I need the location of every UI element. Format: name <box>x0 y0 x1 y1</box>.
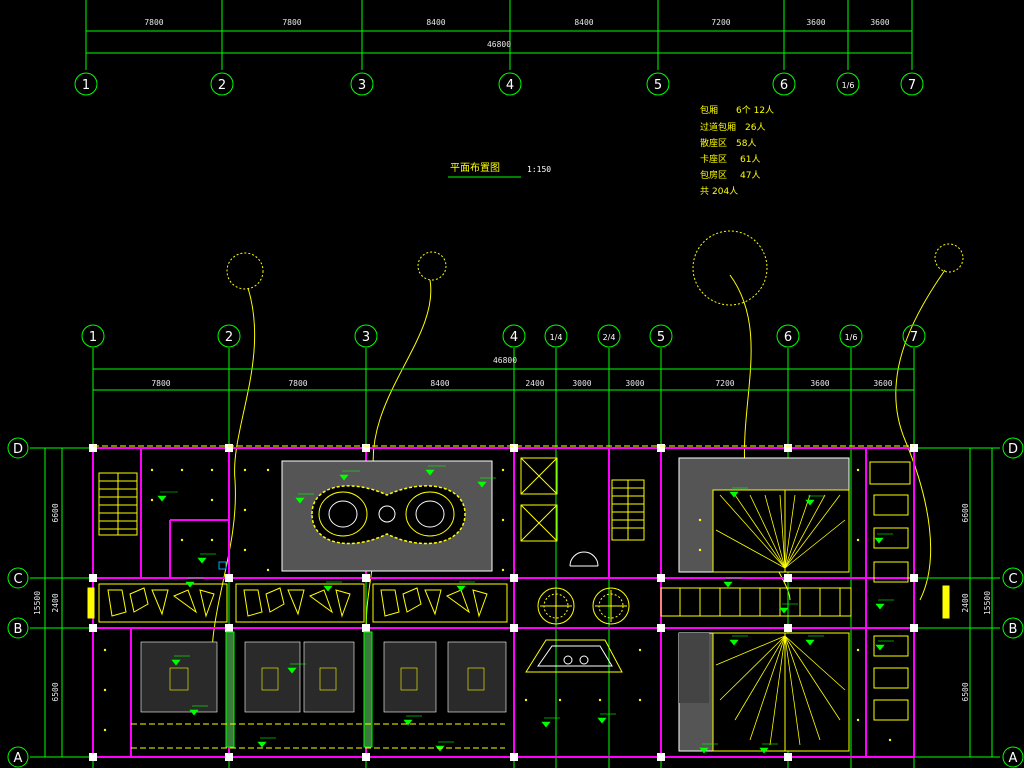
top-axis-6: 6 <box>780 78 788 93</box>
top-span-3: 8400 <box>426 18 445 27</box>
top-span-7: 3600 <box>870 18 889 27</box>
plan-axis-7: 7 <box>910 330 918 345</box>
plan-title: 平面布置图 <box>450 162 500 174</box>
lighting-annotation-tags <box>157 465 894 754</box>
legend-value-4: 61人 <box>740 154 760 165</box>
top-span-2: 7800 <box>282 18 301 27</box>
plan-axis-3: 3 <box>362 330 370 345</box>
right-rooms-hatch <box>679 633 709 703</box>
row-span-right-3: 6500 <box>961 682 970 701</box>
banquet-ceiling <box>281 460 493 572</box>
legend-value-6: 204人 <box>712 186 738 197</box>
legend-value-2: 26人 <box>745 122 765 133</box>
top-axis-1: 1 <box>82 78 90 93</box>
plan-span-dimensions: 46800 7800 7800 8400 2400 3000 3000 7200… <box>151 356 892 388</box>
plan-title-block: 平面布置图 1:150 <box>448 162 551 178</box>
round-tables <box>537 587 630 625</box>
row-span-left-2: 2400 <box>51 593 60 612</box>
plan-span-5: 3000 <box>572 379 591 388</box>
row-total-left: 15500 <box>33 591 42 615</box>
green-partitions <box>225 631 373 748</box>
plan-span-1: 7800 <box>151 379 170 388</box>
legend-value-1: 6个 12人 <box>736 105 774 116</box>
light-fixtures <box>103 468 892 742</box>
plan-total-dimension: 46800 <box>493 356 517 365</box>
elevators <box>520 457 558 542</box>
top-axis-4: 4 <box>506 78 514 93</box>
plan-axis-4: 4 <box>510 330 518 345</box>
top-axis-1-6: 1/6 <box>842 81 855 90</box>
top-axis-3: 3 <box>358 78 366 93</box>
top-axis-2: 2 <box>218 78 226 93</box>
top-axis-7: 7 <box>908 78 916 93</box>
plan-scale: 1:150 <box>527 165 551 174</box>
top-span-dimensions: 7800 7800 8400 8400 7200 3600 3600 46800 <box>144 18 889 49</box>
row-span-right-2: 2400 <box>961 593 970 612</box>
row-axis-a-left: A <box>14 751 23 766</box>
row-axis-b-right: B <box>1009 622 1018 637</box>
plan-span-3: 8400 <box>430 379 449 388</box>
plan-axis-2-4: 2/4 <box>603 333 616 342</box>
stair-left <box>98 472 138 536</box>
legend-label-5: 包房区 <box>700 169 727 181</box>
row-axis-bubbles: D C B A D C B A <box>7 437 1024 768</box>
plan-axis-bubbles: 1 2 3 4 1/4 2/4 5 6 1/6 7 <box>81 324 926 348</box>
top-axis-5: 5 <box>654 78 662 93</box>
row-span-right-1: 6600 <box>961 503 970 522</box>
plan-axis-1-4: 1/4 <box>550 333 563 342</box>
row-axis-b-left: B <box>14 622 23 637</box>
legend-label-2: 过道包厢 <box>700 121 736 133</box>
plan-span-2: 7800 <box>288 379 307 388</box>
bar-counter <box>525 639 623 673</box>
plan-span-4: 2400 <box>525 379 544 388</box>
row-axis-d-left: D <box>13 442 23 457</box>
top-span-6: 3600 <box>806 18 825 27</box>
row-total-right: 15500 <box>983 591 992 615</box>
legend-value-5: 47人 <box>740 170 760 181</box>
top-span-4: 8400 <box>574 18 593 27</box>
row-span-left-1: 6600 <box>51 503 60 522</box>
private-dining-rooms <box>140 641 507 713</box>
row-span-left-3: 6500 <box>51 682 60 701</box>
row-axis-d-right: D <box>1008 442 1018 457</box>
legend-label-4: 卡座区 <box>700 153 727 165</box>
row-axis-a-right: A <box>1009 751 1018 766</box>
plan-span-9: 3600 <box>873 379 892 388</box>
plan-axis-1: 1 <box>89 330 97 345</box>
corridor-booths <box>98 583 852 623</box>
stair-center <box>611 479 645 541</box>
legend-label-3: 散座区 <box>700 137 727 149</box>
perimeter-trim <box>93 445 914 749</box>
legend-value-3: 58人 <box>736 138 756 149</box>
plan-span-8: 3600 <box>810 379 829 388</box>
plan-axis-1-6: 1/6 <box>845 333 858 342</box>
plan-axis-6: 6 <box>784 330 792 345</box>
legend-label-6: 共 <box>700 186 709 197</box>
row-axis-c-left: C <box>13 572 22 587</box>
detail-callouts <box>211 230 964 701</box>
plan-axis-5: 5 <box>657 330 665 345</box>
row-axis-c-right: C <box>1008 572 1017 587</box>
legend-label-1: 包厢 <box>700 104 718 116</box>
structural-columns <box>89 444 918 761</box>
occupancy-legend: 包厢 6个 12人 过道包厢 26人 散座区 58人 卡座区 61人 包房区 4… <box>700 104 774 197</box>
vip-room-upper <box>678 457 850 573</box>
top-span-1: 7800 <box>144 18 163 27</box>
selection-marker <box>218 561 227 570</box>
plan-axis-2: 2 <box>225 330 233 345</box>
row-span-dimensions: 6600 2400 6500 15500 6600 2400 6500 1550… <box>33 503 992 701</box>
entry-doors <box>87 551 950 619</box>
top-total-dimension: 46800 <box>487 40 511 49</box>
top-span-5: 7200 <box>711 18 730 27</box>
plan-span-6: 3000 <box>625 379 644 388</box>
small-right-rooms <box>869 461 911 721</box>
plan-span-7: 7200 <box>715 379 734 388</box>
top-axis-grid <box>85 0 913 70</box>
top-axis-bubbles: 1 2 3 4 5 6 1/6 7 <box>74 72 924 96</box>
